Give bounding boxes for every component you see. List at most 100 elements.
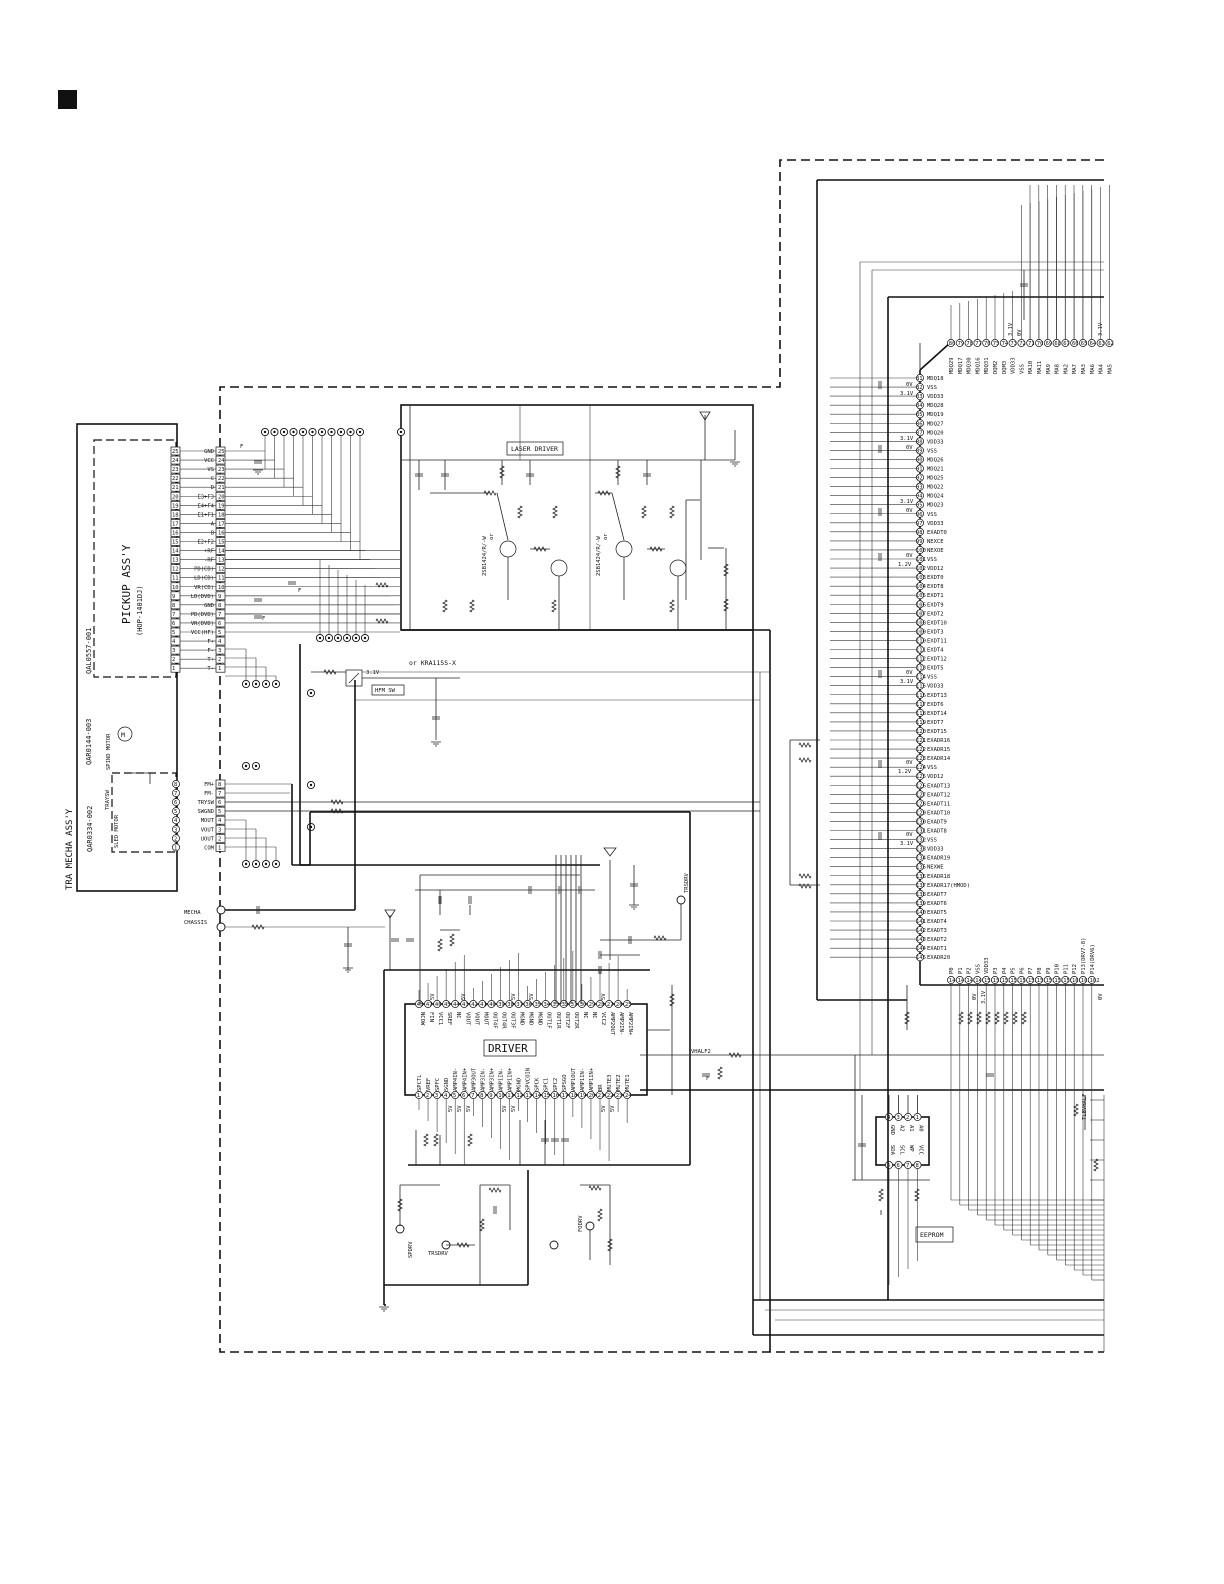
driver-top-pin-label: OUT1R <box>555 1012 561 1029</box>
trsdrv-tp <box>676 895 686 905</box>
pickup-pin-label: -RF <box>204 558 214 564</box>
pickup-side-pin-number: 25 <box>172 449 179 455</box>
mcu-left-pin-label: EXDT4 <box>927 648 944 654</box>
mcu-left-pin <box>916 853 924 862</box>
mcu-left-pin <box>916 392 924 401</box>
pickup-pin-number: 21 <box>218 485 225 491</box>
mcu-top-pin-label: MA6 <box>1090 364 1096 374</box>
driver-top-pin-label: MGND <box>528 1012 534 1025</box>
mcu-left-pin <box>916 889 924 898</box>
hfm-switch-arrow <box>348 672 360 684</box>
mcu-left-pin-number: 122 <box>916 747 926 753</box>
driver-top-pin <box>523 1000 532 1008</box>
eeprom-top-pin <box>913 1113 922 1121</box>
mcu-bottom-pin-number: 149 <box>975 978 985 984</box>
mcu-left-pin-number: 95 <box>916 503 923 509</box>
mcu-left-pin-number: 104 <box>916 584 927 590</box>
driver-top-pin <box>415 1000 423 1008</box>
mcu-left-pin <box>916 546 924 554</box>
hfm-sw-box <box>371 684 405 696</box>
mcu-left-pin-label: EXDT3 <box>927 629 944 635</box>
mcu-bottom-pin-label: P1 <box>958 967 964 974</box>
mcu-top-pin-label: MA3 <box>1081 364 1087 374</box>
resistor <box>878 1188 884 1202</box>
mcu-left-pin-number: 137 <box>916 883 926 889</box>
volt-bot-b: 3.1V <box>981 990 987 1004</box>
driver-tp-x <box>549 1240 559 1250</box>
mcu-left-pin <box>916 428 924 437</box>
driver-top-pin <box>587 1000 595 1008</box>
mcu-left-pin <box>916 699 924 708</box>
mcu-left-pin-number: 82 <box>916 385 923 391</box>
mcu-top-pin-label: MDQ31 <box>984 357 990 374</box>
driver-bottom-pin-label: AMP3OUT <box>471 1067 477 1091</box>
volt-top-b: 0V <box>1017 329 1023 336</box>
eeprom-top-pin-label: A0 <box>918 1125 924 1132</box>
resistor <box>798 873 812 879</box>
mcu-left-pin <box>916 763 924 772</box>
mecha-pin-number: 3 <box>218 827 221 833</box>
volt-31-4: 3.1V <box>900 679 914 685</box>
mcu-left-pin <box>916 908 924 916</box>
mcu-left-pin <box>916 627 924 636</box>
driver-top-pin-label: AMP2IN- <box>618 1012 624 1035</box>
mcu-left-pin-label: EXDT9 <box>927 602 944 608</box>
driver-top-pin-label: FIN <box>428 1012 434 1022</box>
pickup-pin-number: 22 <box>218 476 225 482</box>
mcu-bottom-pin-number: 151 <box>993 978 1003 984</box>
test-point-dot <box>264 862 268 866</box>
mcu-left-pin <box>916 862 924 871</box>
driver-top-pin-number: 25 <box>625 1002 632 1008</box>
test-point-dot <box>336 636 340 640</box>
drv-volt-l: 5V <box>466 1105 472 1112</box>
mcu-left-pin <box>916 464 924 473</box>
mcu-left-pin-label: EXADT4 <box>927 919 948 925</box>
resistor <box>717 1066 723 1080</box>
mcu-left-pin-label: NEXOE <box>927 548 944 554</box>
volt-31-5: 3.1V <box>900 841 914 847</box>
mcu-bottom-pin-label: P14(DRV6) <box>1090 944 1096 974</box>
laser-driver-block <box>400 404 754 631</box>
driver-top-pin-label: AMP2OUT <box>609 1012 615 1036</box>
mcu-left-pin-number: 121 <box>916 738 926 744</box>
eeprom-top-pin-number: 3 <box>897 1115 900 1121</box>
mcu-left-pin <box>916 781 924 790</box>
mcu-left-pin-label: VDD12 <box>927 566 944 572</box>
mcu-bottom-pin-number: 152 <box>1002 978 1012 984</box>
pickup-pin-number: 2 <box>218 657 221 663</box>
pickup-pin-label: E3+F3 <box>197 494 214 500</box>
pickup-side-pin-number: 12 <box>172 567 179 573</box>
mecha-pin-number: 8 <box>218 782 221 788</box>
mcu-top-pin <box>973 339 982 347</box>
driver-top-pin-number: 45 <box>444 1002 451 1008</box>
mcu-left-pin-number: 92 <box>916 476 923 482</box>
driver-top-pin <box>532 1000 541 1008</box>
driver-top-pin-label: VCC2 <box>600 1012 606 1025</box>
eeprom-bottom-pin-label: SCL <box>899 1145 905 1156</box>
mecha-pin-label: VOUT <box>201 827 215 833</box>
volt-0v-4: 0V <box>906 553 913 559</box>
trsdrv-label: TRSDRV <box>684 872 690 893</box>
test-points-low <box>241 679 316 698</box>
eeprom-ic <box>875 1116 930 1166</box>
mcu-left-pin-label: EXADT3 <box>927 928 947 934</box>
pickup-side-pin-number: 19 <box>172 503 179 509</box>
test-point-dot <box>309 783 313 787</box>
volt-top-c: 3.1V <box>1098 322 1104 336</box>
mecha-pin-number: 1 <box>218 845 221 851</box>
mcu-left-pin <box>916 754 924 763</box>
pickup-pin-number: 18 <box>218 512 225 518</box>
driver-top-pin <box>496 1000 505 1008</box>
transistor-q4 <box>669 559 687 577</box>
pickup-pin-number: 13 <box>218 558 225 564</box>
mcu-left-pin-label: VDD33 <box>927 394 944 400</box>
eeprom-bottom-pin-label: SDA <box>889 1145 895 1156</box>
driver-top-pin-number: 32 <box>562 1002 569 1008</box>
spdrv-tp <box>395 1224 405 1234</box>
volt-12-2: 1.2V <box>898 769 912 775</box>
pickup-pin-number: 19 <box>218 503 225 509</box>
vhalf2-label: VHALF2 <box>691 1049 711 1055</box>
